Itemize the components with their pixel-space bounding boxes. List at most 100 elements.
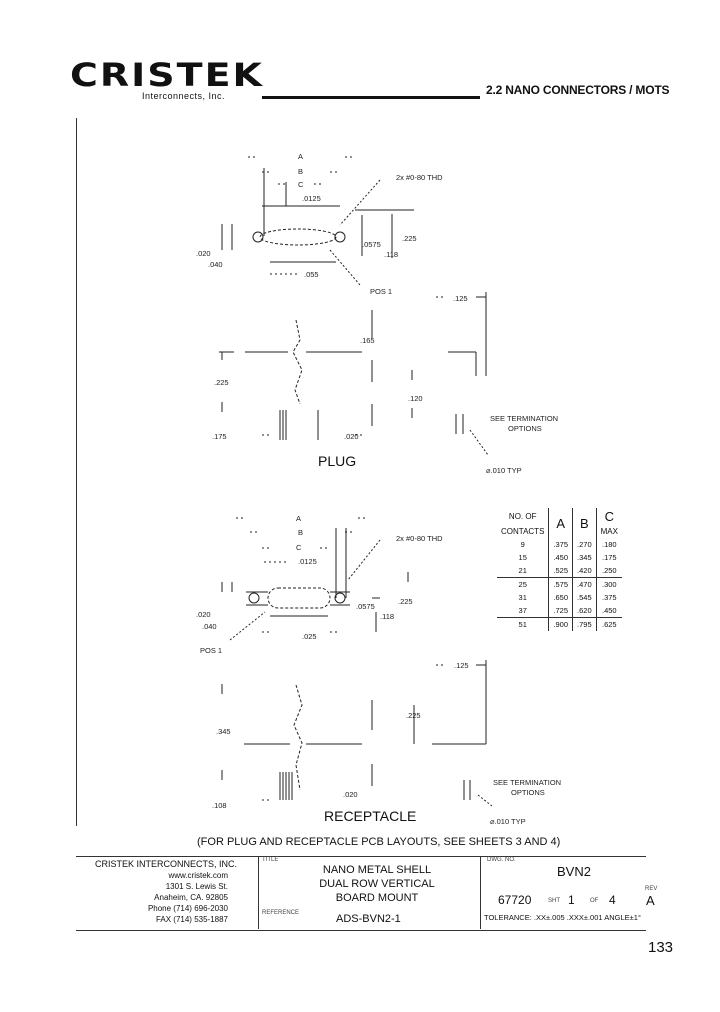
plug-dim-c: C: [298, 180, 304, 189]
receptacle-dim-108: .108: [212, 801, 227, 810]
table-cell: .300: [595, 577, 622, 591]
table-row: 31 .650 .545 .375: [497, 591, 622, 604]
company-web: www.cristek.com: [168, 871, 228, 880]
company-name: CRISTEK INTERCONNECTS, INC.: [95, 859, 238, 869]
plug-options: OPTIONS: [508, 424, 542, 433]
table-cell: .625: [595, 617, 622, 631]
sheet-number: 1: [568, 893, 575, 907]
table-cell: .270: [572, 538, 597, 551]
table-cell: .470: [572, 577, 597, 591]
receptacle-dim-020b: .020: [343, 790, 358, 799]
reference-number: ADS-BVN2-1: [336, 913, 401, 925]
plug-dim-a: A: [298, 152, 304, 161]
drawing-title-line3: BOARD MOUNT: [335, 892, 419, 904]
header-rule: [262, 96, 480, 99]
reference-caption: REFERENCE: [262, 910, 300, 916]
receptacle-options: OPTIONS: [511, 788, 545, 797]
plug-dim-020: .020: [196, 249, 211, 258]
title-caption: TITLE: [262, 857, 279, 863]
drawing-title-line1: NANO METAL SHELL: [322, 864, 432, 876]
left-margin-rule: [76, 118, 77, 826]
plug-dim-120: .120: [408, 394, 423, 403]
table-header-a: A: [548, 508, 573, 538]
drawing-title-line2: DUAL ROW VERTICAL: [319, 878, 435, 890]
table-cell: .175: [595, 551, 622, 564]
receptacle-side-view: [221, 660, 493, 807]
table-cell: 21: [518, 566, 527, 575]
table-cell: 25: [497, 577, 549, 591]
plug-label: PLUG: [318, 453, 357, 469]
company-city: Anaheim, CA. 92805: [154, 893, 228, 902]
receptacle-label: RECEPTACLE: [324, 808, 417, 824]
table-header-contacts: CONTACTS: [501, 527, 545, 536]
table-cell: .345: [572, 551, 597, 564]
rev-caption: REV: [645, 886, 658, 892]
cristek-logo: CRISTEK: [70, 56, 264, 94]
table-cell: .420: [572, 564, 597, 578]
plug-dim-055: .055: [304, 270, 319, 279]
receptacle-dim-225: .225: [398, 597, 413, 606]
receptacle-dim-a: A: [296, 514, 302, 523]
company-street: 1301 S. Lewis St.: [165, 882, 228, 891]
drawing-number: BVN2: [557, 864, 591, 879]
plug-dim-225: .225: [402, 234, 417, 243]
title-block-divider: [480, 856, 481, 929]
plug-dim-040: .040: [208, 260, 223, 269]
table-header-c-max: MAX: [595, 525, 622, 538]
table-cell: 37: [518, 606, 527, 615]
tolerance-note: TOLERANCE: .XX±.005 .XXX±.001 ANGLE±1°: [484, 913, 641, 922]
revision: A: [646, 893, 655, 908]
table-cell: .525: [548, 564, 573, 578]
table-row: 15 .450 .345 .175: [497, 551, 622, 564]
pcb-layout-note: (FOR PLUG AND RECEPTACLE PCB LAYOUTS, SE…: [197, 836, 561, 848]
company-fax: FAX (714) 535-1887: [155, 915, 228, 924]
receptacle-dim-225b: .225: [406, 711, 421, 720]
receptacle-dim-118: .118: [380, 612, 395, 621]
plug-see-termination: SEE TERMINATION: [490, 414, 559, 423]
table-cell: .450: [595, 604, 622, 618]
table-cell: .375: [548, 538, 573, 551]
plug-side-view: [219, 292, 489, 456]
plug-dim-125: .125: [453, 294, 468, 303]
table-cell: 15: [518, 553, 527, 562]
of-caption: OF: [590, 898, 599, 904]
plug-dim-020b: .020: [344, 432, 359, 441]
plug-top-view: [221, 156, 414, 286]
plug-dim-118: .118: [384, 250, 399, 259]
title-block-divider: [258, 856, 259, 929]
receptacle-dia-typ: ⌀.010 TYP: [490, 817, 526, 826]
table-cell: .900: [548, 617, 573, 631]
receptacle-dim-0575: .0575: [356, 602, 375, 611]
company-phone: Phone (714) 696-2030: [147, 904, 228, 913]
table-cell: .450: [548, 551, 573, 564]
receptacle-dim-c: C: [296, 543, 302, 552]
receptacle-dim-b: B: [298, 528, 304, 537]
table-header-b: B: [572, 508, 597, 538]
plug-dim-0575: .0575: [362, 240, 381, 249]
table-cell: .725: [548, 604, 573, 618]
dwg-no-caption: DWG. NO.: [487, 857, 516, 863]
table-cell: .795: [572, 617, 597, 631]
receptacle-see-termination: SEE TERMINATION: [493, 778, 562, 787]
plug-dim-b: B: [298, 167, 304, 176]
receptacle-dim-125: .125: [454, 661, 469, 670]
logo-subtitle: Interconnects, Inc.: [142, 91, 226, 101]
sheet-total: 4: [609, 893, 616, 907]
table-row: 9 .375 .270 .180: [497, 538, 622, 551]
table-header-c: C: [595, 508, 622, 525]
table-cell: 9: [520, 540, 525, 549]
receptacle-dim-thd: 2x #0-80 THD: [396, 534, 443, 543]
page-number: 133: [648, 939, 674, 956]
drawing-title: NANO METAL SHELL DUAL ROW VERTICAL BOARD…: [312, 863, 442, 905]
plug-dim-thd: 2x #0-80 THD: [396, 173, 443, 182]
plug-dim-225b: .225: [214, 378, 229, 387]
receptacle-dim-040: .040: [202, 622, 217, 631]
table-cell: .575: [548, 577, 573, 591]
receptacle-pos1: POS 1: [200, 646, 223, 655]
table-row: 51 .900 .795 .625: [497, 617, 622, 631]
receptacle-dim-0125: .0125: [298, 557, 317, 566]
table-cell: .375: [595, 591, 622, 604]
plug-dim-165: .165: [360, 336, 375, 345]
table-row: 21 .525 .420 .250: [497, 564, 622, 578]
